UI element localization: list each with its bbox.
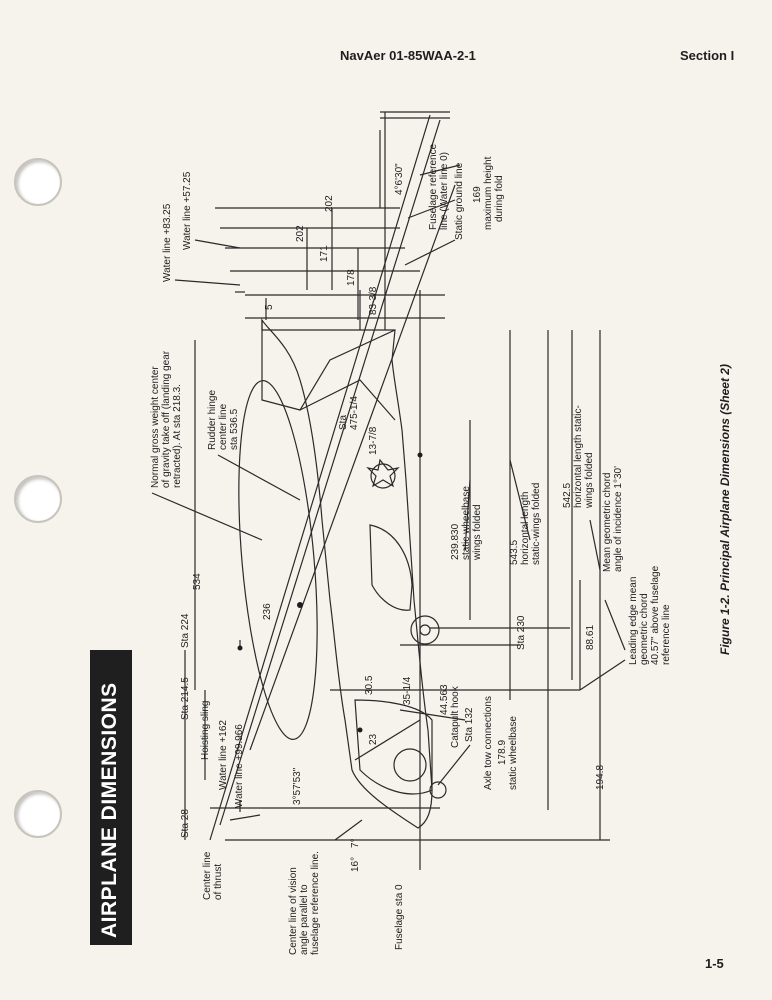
folded-wing-outline: [238, 380, 318, 740]
label-hoisting-sling: Hoisting sling: [200, 701, 211, 760]
punch-hole-bottom: [14, 790, 62, 838]
dim-202-b: 202: [295, 225, 306, 242]
vision-line: [249, 184, 456, 751]
label-fus-ref-2: line (Water line 0): [439, 152, 450, 230]
fuselage-reference-line: [209, 114, 431, 841]
thrust-line: [219, 119, 441, 826]
dim-88-61: 88.61: [585, 625, 596, 650]
label-mean-chord-1: Mean geometric chord: [602, 473, 613, 573]
star-insignia: [366, 458, 400, 488]
tail-wheel: [429, 781, 447, 799]
label-rudder-2: center line: [218, 403, 229, 450]
label-vision-1: Center line of vision: [288, 867, 299, 955]
dim-83-3-8: 83-3/8: [368, 286, 379, 315]
dim-35-1-4: 35-1/4: [402, 676, 413, 705]
label-h-len-542-1: 542.5: [562, 483, 573, 508]
angle-16: 16°: [350, 857, 361, 872]
dim-171: 171: [319, 245, 330, 262]
label-cg-1: Normal gross weight center: [150, 366, 161, 488]
label-max-height-1: 169: [472, 186, 483, 203]
label-max-height-3: during fold: [494, 175, 505, 222]
document-number: NavAer 01-85WAA-2-1: [340, 48, 476, 63]
label-sta-475-1: Sta: [338, 415, 349, 430]
label-vision-3: fuselage reference line.: [310, 851, 321, 955]
label-vision-2: angle parallel to: [299, 884, 310, 955]
propeller-hub: [393, 748, 427, 782]
label-sta-214-5: Sta 214.5: [180, 677, 191, 720]
dim-534: 534: [192, 573, 203, 590]
label-cg-3: retracted). At sta 218.3.: [172, 384, 183, 488]
dim-236: 236: [262, 603, 273, 620]
label-sta-224: Sta 224: [180, 613, 191, 648]
label-leading-edge-3: 40.57" above fuselage: [650, 565, 661, 665]
label-max-height-2: maximum height: [483, 156, 494, 230]
dim-30-5: 30.5: [364, 675, 375, 695]
label-sta-475-2: 475-1/4: [349, 396, 360, 430]
label-leading-edge-2: geometric chord: [639, 593, 650, 665]
label-fuselage-sta-0: Fuselage sta 0: [394, 884, 405, 950]
label-h-len-542-3: wings folded: [584, 452, 595, 509]
label-leading-edge-1: Leading edge mean: [628, 577, 639, 665]
main-wheel-hub: [419, 624, 431, 636]
label-static-ground: Static ground line: [454, 162, 465, 240]
main-wheel: [410, 615, 440, 645]
label-water-line-83: Water line +83.25: [162, 203, 173, 282]
label-axle-tow: Axle tow connections: [483, 696, 494, 790]
label-cg-2: of gravity take off (landing gear: [161, 350, 172, 488]
label-water-line-162: Water line +162: [218, 720, 229, 790]
dim-5: 5: [264, 304, 275, 310]
label-wheelbase-folded-2: static wheelbase: [461, 486, 472, 560]
dim-178: 178: [346, 269, 357, 286]
label-static-wheelbase: static wheelbase: [508, 716, 519, 790]
label-sta-132: Sta 132: [464, 707, 475, 742]
dim-13-7-8: 13-7/8: [368, 426, 379, 455]
angle-7: 7°: [350, 838, 361, 848]
label-h-len-543-2: horizontal length: [520, 492, 531, 565]
label-center-thrust-2: of thrust: [213, 864, 224, 900]
label-leading-edge-4: reference line: [661, 604, 672, 665]
label-sta-28: Sta 28: [180, 809, 191, 838]
dim-178-9: 178.9: [497, 740, 508, 765]
page-number: 1-5: [705, 956, 724, 971]
dim-202-a: 202: [324, 195, 335, 212]
canopy-outline: [369, 524, 413, 611]
label-angle-4-6-30: 4°6'30": [394, 163, 405, 195]
label-water-line-99: Water line +99.966: [234, 724, 245, 808]
engine-cowl: [354, 699, 433, 795]
label-fus-ref-1: Fuselage reference: [428, 143, 439, 230]
label-water-line-57: Water line +57.25: [182, 171, 193, 250]
label-rudder-3: sta 536.5: [229, 408, 240, 450]
label-wheelbase-folded-3: wings folded: [472, 504, 483, 561]
label-sta-230: Sta 230: [516, 615, 527, 650]
angle-3-57-53: 3°57'53": [292, 767, 303, 805]
label-rudder-1: Rudder hinge: [207, 390, 218, 450]
label-mean-chord-2: angle of incidence 1°30': [613, 466, 624, 572]
section-label: Section I: [680, 48, 735, 63]
dim-23: 23: [368, 733, 379, 745]
cg-marker: [297, 602, 303, 608]
label-catapult-hook: Catapult hook: [450, 685, 461, 748]
fuselage-outline: [261, 317, 433, 829]
section-banner: [90, 650, 132, 945]
punch-hole-top: [14, 158, 62, 206]
label-h-len-543-1: 543.5: [509, 540, 520, 565]
punch-hole-middle: [14, 475, 62, 523]
label-h-len-542-2: horizontal length static-: [573, 405, 584, 508]
horizontal-stabilizer: [299, 379, 396, 421]
dim-194-8: 194.8: [595, 765, 606, 790]
dim-44-563: 44.563: [439, 684, 450, 715]
label-wheelbase-folded-1: 239.830: [450, 523, 461, 560]
label-h-len-543-3: static-wings folded: [531, 483, 542, 565]
label-center-thrust-1: Center line: [202, 851, 213, 900]
